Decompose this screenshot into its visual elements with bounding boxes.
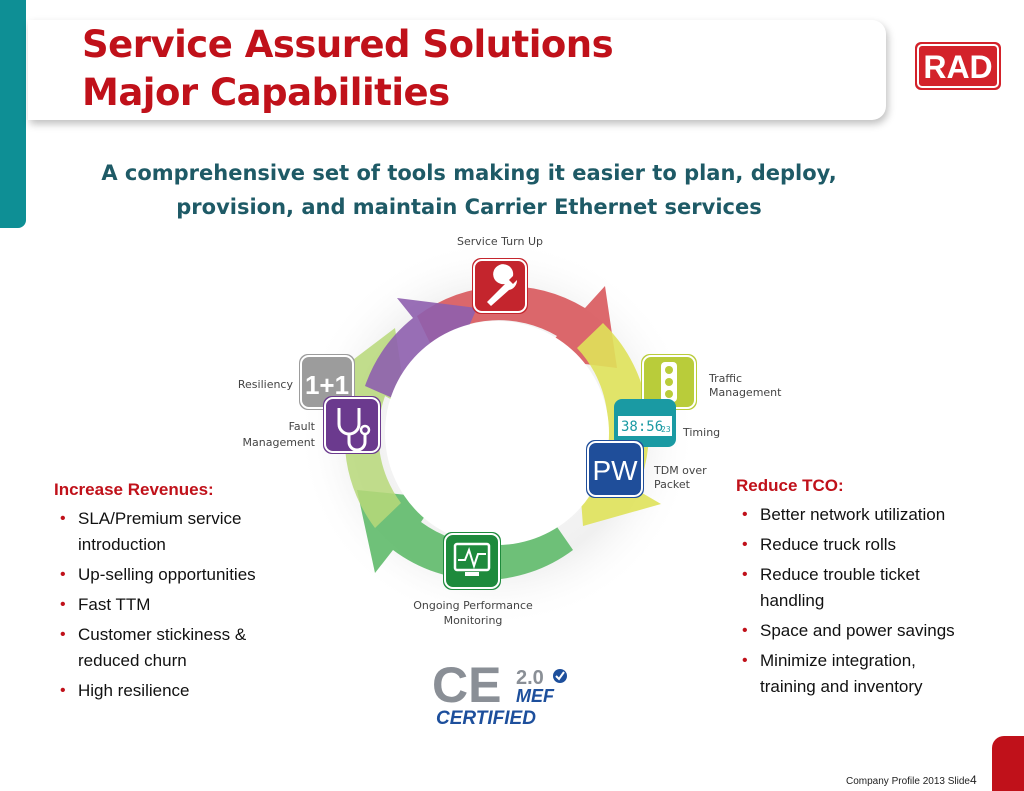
slide-footer: Company Profile 2013 Slide4 [846,773,977,787]
pw-icon-text: PW [592,455,638,486]
label-tdm-2: Packet [654,478,691,491]
label-fault-1: Fault [289,420,316,433]
label-traffic-1: Traffic [708,372,742,385]
title-line-1: Service Assured Solutions [82,23,614,66]
timing-display-text: 38:56 [621,419,663,435]
title-box [28,20,886,120]
clock-display-icon: 38:56 23 [614,399,676,447]
left-list-heading: Increase Revenues: [54,480,214,499]
title-line-2: Major Capabilities [82,71,450,114]
cycle-center [385,321,609,545]
subtitle-line-1: A comprehensive set of tools making it e… [101,161,837,185]
list-item: •Up-selling opportunities [54,562,314,588]
label-timing: Timing [682,426,720,439]
ce-version: 2.0 [516,667,544,689]
bullet-icon: • [742,506,748,523]
bullet-icon: • [742,536,748,553]
subtitle-line-2: provision, and maintain Carrier Ethernet… [176,195,762,219]
resiliency-icon-text: 1+1 [305,370,349,400]
timing-display-small: 23 [661,425,671,434]
slide-title: Service Assured Solutions Major Capabili… [82,21,614,117]
rad-logo-text: RAD [923,49,992,85]
rad-logo: RAD [915,42,1001,90]
label-monitor-2: Monitoring [444,614,503,627]
bullet-icon: • [742,622,748,639]
label-service-turn-up: Service Turn Up [457,235,543,248]
check-icon [555,671,565,681]
bullet-icon: • [60,596,66,613]
footer-label: Company Profile 2013 Slide [846,776,970,787]
label-tdm-1: TDM over [653,464,707,477]
accent-bar [0,0,26,228]
bullet-icon: • [742,652,748,669]
list-item: •Better network utilization [736,502,1006,528]
list-item: •Customer stickiness &reduced churn [54,622,314,674]
list-item: •High resilience [54,678,314,704]
label-traffic-2: Management [709,386,782,399]
label-fault-2: Management [243,436,316,449]
certified-text: CERTIFIED [436,708,536,729]
list-item: •Fast TTM [54,592,314,618]
monitor-chart-icon [443,532,501,590]
list-item: •Space and power savings [736,618,1006,644]
stethoscope-icon [323,396,381,454]
bullet-icon: • [60,682,66,699]
ce-mef-certified-logo: CE 2.0 MEF CERTIFIED [432,658,567,729]
corner-accent [992,736,1024,791]
list-item: •Minimize integration,training and inven… [736,648,1006,700]
label-resiliency: Resiliency [238,378,294,391]
ce-text: CE [432,658,501,713]
pw-icon: PW [586,440,644,498]
mef-text: MEF [516,686,555,706]
list-item: •Reduce truck rolls [736,532,1006,558]
bullet-icon: • [60,566,66,583]
wrench-icon [472,258,528,314]
traffic-light-icon [641,354,697,410]
slide-subtitle: A comprehensive set of tools making it e… [94,156,844,224]
bullet-icon: • [742,566,748,583]
bullet-icon: • [60,626,66,643]
arrow-green [357,490,573,580]
slide-number: 4 [969,773,977,787]
arrow-purple [365,298,477,400]
bullet-icon: • [60,510,66,527]
label-monitor-1: Ongoing Performance [413,599,533,612]
capabilities-cycle-diagram: Service Turn Up Traffic Management 38:56… [238,235,782,628]
right-list-heading: Reduce TCO: [736,476,844,495]
reduce-tco-list: Reduce TCO: •Better network utilization … [736,476,1006,704]
